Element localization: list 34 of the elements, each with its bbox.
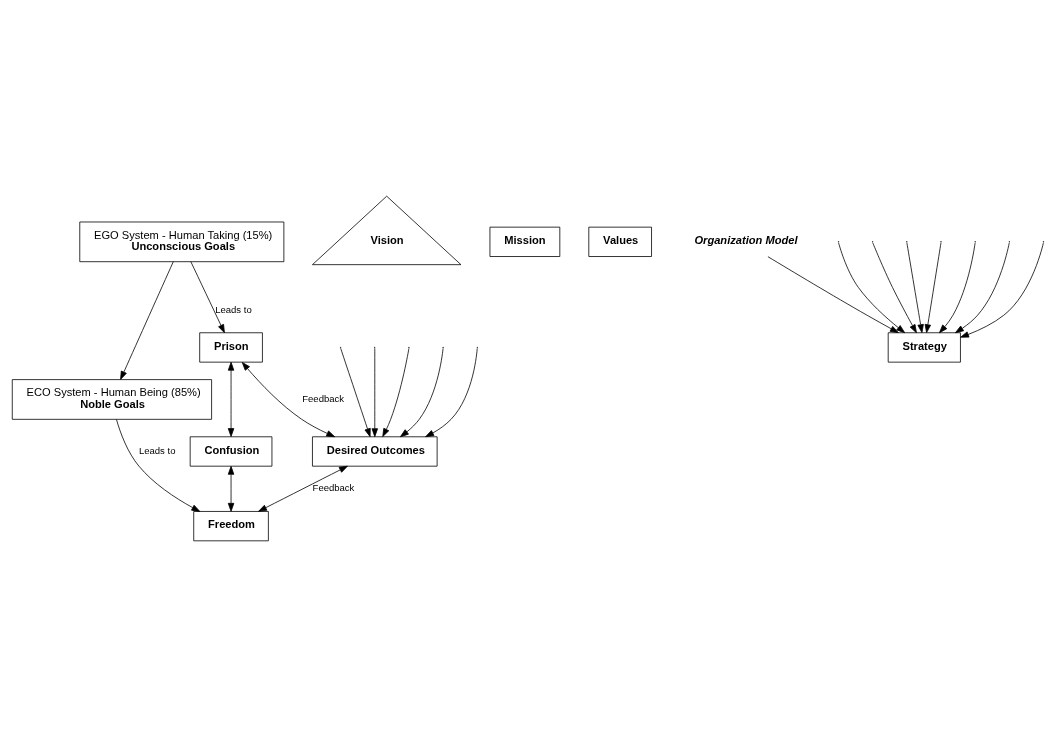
arrow	[872, 241, 917, 333]
arrow	[425, 347, 478, 437]
arrow	[190, 260, 225, 333]
node-box: Prison	[199, 331, 263, 363]
arrow	[227, 361, 235, 437]
arrow	[906, 241, 924, 333]
edge-label: Feedback	[302, 392, 345, 404]
arrow	[955, 241, 1010, 333]
node-box: ECO System - Human Being (85%) Noble Goals	[11, 378, 212, 420]
node-text: Organization Model	[694, 233, 798, 246]
edge-label: Leads to	[138, 444, 176, 456]
arrow	[939, 241, 976, 333]
node-box: Strategy	[887, 331, 961, 363]
arrow	[767, 255, 899, 333]
arrow	[116, 418, 201, 512]
arrow	[227, 465, 235, 512]
node-box: Confusion	[189, 435, 273, 467]
arrow	[924, 241, 942, 333]
arrow	[258, 465, 348, 512]
arrow	[400, 347, 444, 437]
arrow	[838, 241, 906, 333]
arrow	[340, 347, 371, 437]
arrow	[960, 241, 1044, 338]
arrow	[241, 361, 336, 437]
edge-label: Leads to	[215, 303, 252, 315]
arrow	[382, 347, 410, 437]
node-box: Values	[588, 226, 652, 257]
node-box: Mission	[489, 226, 561, 257]
edge-label: Feedback	[312, 481, 355, 493]
node-box: Desired Outcomes	[312, 435, 438, 467]
arrow	[371, 347, 378, 437]
node-box: Freedom	[193, 510, 269, 541]
arrow	[120, 260, 174, 380]
node-box: EGO System - Human Taking (15%) Unconscious Goals	[79, 221, 285, 262]
